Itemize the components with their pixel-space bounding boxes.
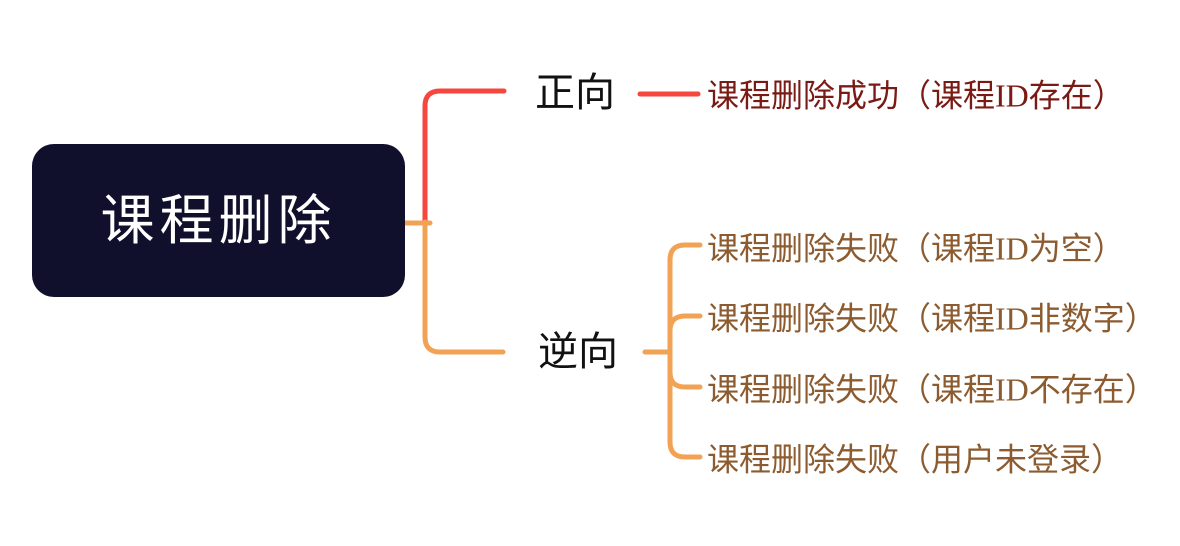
- negative-leaf-connector-3: [667, 349, 703, 390]
- root-node-label: 课程删除: [100, 190, 337, 251]
- negative-leaf-connector-2: [667, 313, 703, 355]
- leaf-negative-4[interactable]: 课程删除失败（用户未登录）: [707, 441, 1124, 478]
- leaf-negative-2[interactable]: 课程删除失败（课程ID非数字）: [707, 300, 1157, 337]
- branch-positive-label[interactable]: 正向: [535, 71, 615, 116]
- root-node[interactable]: 课程删除: [32, 144, 405, 297]
- branch-negative-label[interactable]: 逆向: [538, 330, 618, 375]
- leaf-positive-1[interactable]: 课程删除成功（课程ID存在）: [707, 77, 1125, 114]
- leaf-negative-1[interactable]: 课程删除失败（课程ID为空）: [707, 230, 1125, 267]
- leaf-negative-3[interactable]: 课程删除失败（课程ID不存在）: [707, 371, 1157, 408]
- negative-branch-line: [422, 219, 506, 355]
- negative-leaf-connector-1: [667, 242, 703, 355]
- negative-leaf-connector-4: [667, 349, 703, 460]
- positive-branch-line: [422, 88, 507, 227]
